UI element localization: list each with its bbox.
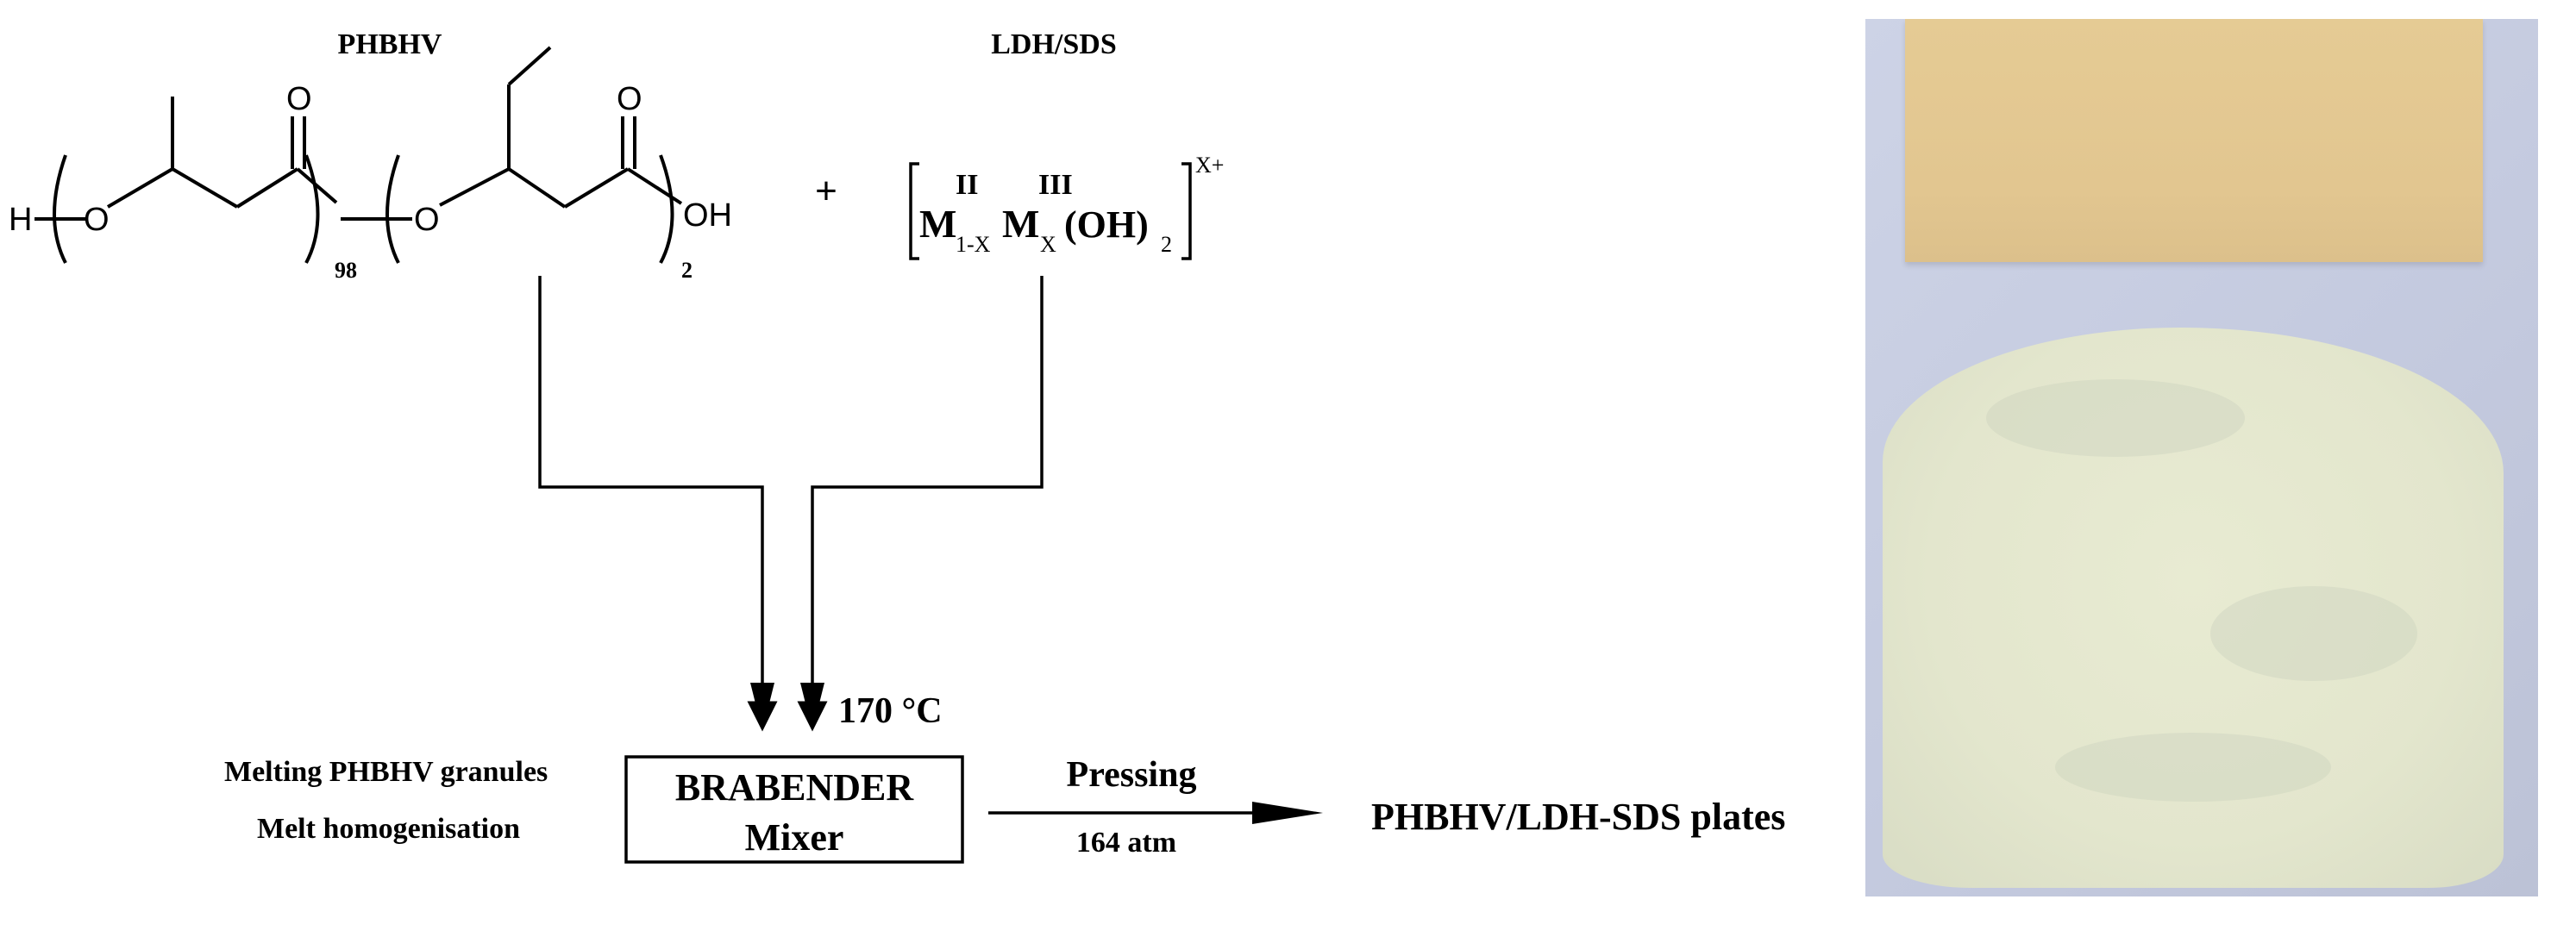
plate-top <box>1905 19 2483 262</box>
arrowhead-left <box>750 683 774 731</box>
ldh-metal-2: M <box>1002 202 1039 246</box>
end-group-oh: OH <box>683 197 732 234</box>
plate-disc <box>1883 328 2504 888</box>
flow-lines <box>538 276 1044 732</box>
ldh-oxidation-2: III <box>1038 169 1073 201</box>
pressing-label: Pressing <box>1067 755 1197 795</box>
ldh-hydroxide-subscript: 2 <box>1161 232 1172 257</box>
polymer-label: PHBHV <box>338 28 442 60</box>
arrowhead-right <box>800 683 824 731</box>
end-group-h: H <box>9 202 32 238</box>
oxygen-2: O <box>414 202 440 238</box>
ldh-subscript-2: X <box>1040 232 1056 257</box>
mixer-box <box>624 755 964 864</box>
filler-label: LDH/SDS <box>991 28 1117 60</box>
product-label: PHBHV/LDH-SDS plates <box>1371 796 1785 838</box>
mixer-label-line-1: BRABENDER <box>675 766 914 809</box>
repeat-count-1: 98 <box>335 258 357 283</box>
mixer-label-line-2: Mixer <box>745 816 844 859</box>
ldh-hydroxide: (OH) <box>1064 203 1149 246</box>
ldh-oxidation-1: II <box>956 169 978 201</box>
sample-photo <box>1865 19 2538 896</box>
oxygen-1: O <box>84 202 110 238</box>
carbonyl-oxygen-1: O <box>286 81 312 117</box>
synthesis-scheme: PHBHV LDH/SDS <box>9 28 1785 864</box>
pressure-label: 164 atm <box>1076 827 1176 859</box>
pressing-arrowhead <box>1252 802 1323 824</box>
temperature-label: 170 °C <box>838 691 943 731</box>
ldh-charge: X+ <box>1195 153 1224 178</box>
repeat-count-2: 2 <box>681 258 693 283</box>
step-homogenisation: Melt homogenisation <box>257 813 520 845</box>
phbhv-structure <box>34 46 683 264</box>
ldh-subscript-1: 1-X <box>956 232 991 257</box>
ldh-metal-1: M <box>919 202 956 246</box>
ldh-brackets <box>909 162 1192 260</box>
plus-sign: + <box>815 170 837 212</box>
step-melting: Melting PHBHV granules <box>224 756 548 788</box>
carbonyl-oxygen-2: O <box>617 81 642 117</box>
